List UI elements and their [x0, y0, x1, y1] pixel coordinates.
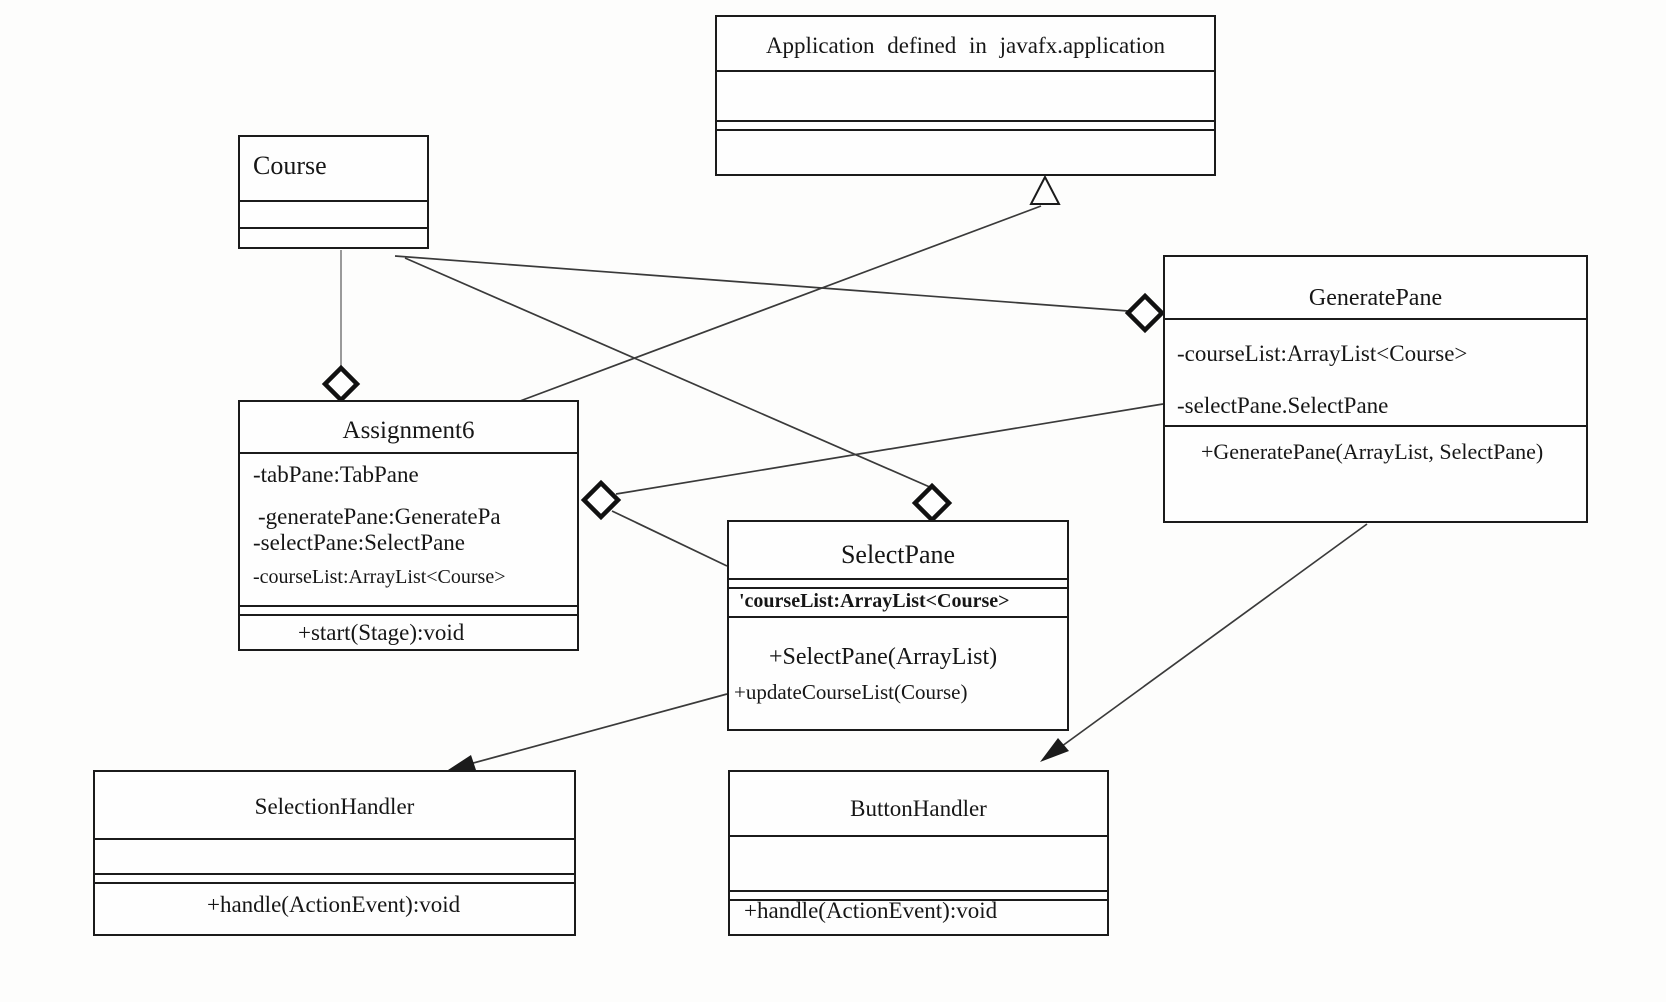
- class-attribute: -selectPane.SelectPane: [1177, 393, 1389, 418]
- class-method: +SelectPane(ArrayList): [769, 644, 998, 670]
- class-method: +handle(ActionEvent):void: [744, 898, 998, 923]
- class-method: +handle(ActionEvent):void: [207, 892, 461, 917]
- compartment-separator: [729, 578, 1067, 589]
- association-line-selectpane-selectionhandler: [454, 693, 728, 769]
- class-attribute: -tabPane:TabPane: [253, 462, 419, 487]
- class-attribute: 'courseList:ArrayList<Course>: [739, 590, 1010, 612]
- class-box-course: Course: [238, 135, 429, 249]
- class-title: Assignment6: [342, 417, 475, 444]
- compartment-separator: [240, 200, 427, 202]
- class-title: Course: [253, 151, 327, 180]
- aggregation-diamond-selectpane-course-icon: [911, 482, 953, 524]
- arrowhead-buttonhandler-icon: [1040, 738, 1069, 762]
- aggregation-line-assignment6-generatepane: [615, 403, 1164, 495]
- association-line-generatepane-buttonhandler: [1046, 523, 1368, 758]
- compartment-separator: [730, 835, 1107, 837]
- class-title: ButtonHandler: [850, 796, 987, 821]
- class-attribute: -selectPane:SelectPane: [253, 530, 466, 555]
- inheritance-line-assignment6-application: [519, 205, 1042, 402]
- aggregation-diamond-assignment6-course-icon: [321, 364, 361, 404]
- aggregation-line-course-generatepane: [394, 255, 1129, 312]
- class-title: SelectPane: [840, 540, 956, 569]
- compartment-separator: [95, 838, 574, 840]
- compartment-separator: [240, 227, 427, 229]
- compartment-separator: [1165, 318, 1586, 320]
- class-attribute: -courseList:ArrayList<Course>: [253, 566, 506, 588]
- compartment-separator: [240, 605, 577, 616]
- compartment-separator: [730, 890, 1107, 901]
- class-box-application: Application defined in javafx.applicatio…: [715, 15, 1216, 176]
- class-method: +start(Stage):void: [298, 620, 465, 645]
- class-attribute: -generatePane:GeneratePa: [258, 504, 501, 529]
- class-title: Application defined in javafx.applicatio…: [765, 33, 1166, 58]
- class-attribute: -courseList:ArrayList<Course>: [1177, 341, 1468, 366]
- class-box-assignment6: Assignment6 -tabPane:TabPane -generatePa…: [238, 400, 579, 651]
- compartment-separator: [717, 70, 1214, 72]
- compartment-separator: [95, 873, 574, 884]
- aggregation-diamond-generatepane-course-icon: [1124, 292, 1166, 334]
- arrowhead-selectionhandler-icon: [448, 755, 476, 770]
- class-box-generatepane: GeneratePane -courseList:ArrayList<Cours…: [1163, 255, 1588, 523]
- class-title: GeneratePane: [1308, 285, 1443, 311]
- compartment-separator: [1165, 425, 1586, 427]
- compartment-separator: [717, 120, 1214, 131]
- compartment-separator: [240, 452, 577, 454]
- aggregation-line-assignment6-selectpane: [611, 510, 728, 567]
- class-title: SelectionHandler: [254, 794, 415, 819]
- aggregation-diamond-assignment6-panes-icon: [580, 479, 622, 521]
- class-box-selectpane: SelectPane 'courseList:ArrayList<Course>…: [727, 520, 1069, 731]
- inheritance-triangle-icon: [1029, 174, 1061, 205]
- class-method: +updateCourseList(Course): [734, 680, 968, 704]
- class-method: +GeneratePane(ArrayList, SelectPane): [1201, 439, 1544, 464]
- class-box-buttonhandler: ButtonHandler +handle(ActionEvent):void: [728, 770, 1109, 936]
- compartment-separator: [729, 616, 1067, 618]
- class-box-selectionhandler: SelectionHandler +handle(ActionEvent):vo…: [93, 770, 576, 936]
